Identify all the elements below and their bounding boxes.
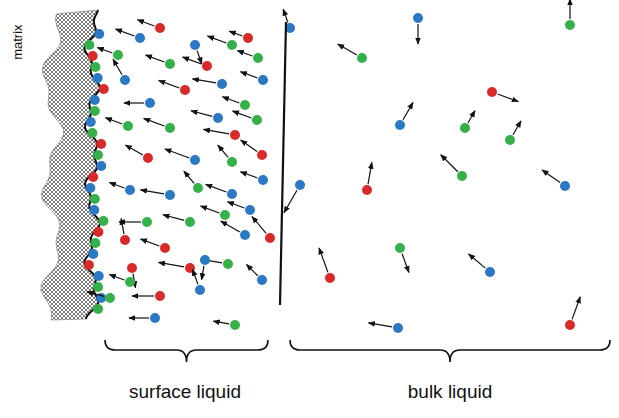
liquid-molecule xyxy=(319,248,335,283)
liquid-molecule xyxy=(203,129,240,140)
liquid-molecule xyxy=(191,111,223,123)
adsorbed-molecule xyxy=(87,128,97,138)
adsorbed-molecule xyxy=(90,106,100,116)
liquid-molecule xyxy=(116,29,145,43)
liquid-molecule xyxy=(125,145,153,163)
liquid-molecule xyxy=(240,72,268,85)
liquid-molecule xyxy=(368,323,403,333)
liquid-molecule xyxy=(105,118,133,131)
liquid-molecule xyxy=(183,57,212,71)
liquid-molecule xyxy=(208,36,237,50)
liquid-molecule xyxy=(201,206,230,220)
boundary-line xyxy=(280,22,286,305)
adsorbed-molecule xyxy=(99,84,109,94)
liquid-molecule xyxy=(284,180,305,213)
adsorbed-molecule xyxy=(86,117,96,127)
adsorbed-molecule xyxy=(89,205,99,215)
liquid-molecule xyxy=(141,239,170,253)
liquid-molecule xyxy=(109,274,135,287)
liquid-molecule xyxy=(163,215,195,227)
liquid-molecule xyxy=(338,44,367,63)
region-label: bulk liquid xyxy=(408,382,493,403)
adsorbed-molecule xyxy=(96,139,106,149)
brace xyxy=(105,340,268,362)
liquid-molecule xyxy=(184,171,203,193)
liquid-molecule xyxy=(144,118,175,133)
adsorbed-molecule xyxy=(90,238,100,248)
adsorbed-molecule xyxy=(93,227,103,237)
liquid-molecule xyxy=(240,172,268,185)
adsorbed-molecule xyxy=(84,40,94,50)
liquid-molecule xyxy=(109,182,135,195)
liquid-molecule xyxy=(119,217,152,227)
adsorbed-molecule xyxy=(88,249,98,259)
liquid-molecule xyxy=(159,80,190,95)
liquid-molecule xyxy=(241,140,267,160)
liquid-molecule xyxy=(395,243,409,272)
liquid-molecule xyxy=(233,111,262,125)
adsorbed-molecule xyxy=(93,282,103,292)
liquid-molecule xyxy=(87,292,115,303)
liquid-molecule xyxy=(222,97,250,110)
liquid-molecule xyxy=(206,184,237,199)
liquid-molecule xyxy=(140,190,175,200)
adsorbed-molecule xyxy=(96,161,106,171)
liquid-molecule xyxy=(137,20,165,33)
adsorbed-molecule xyxy=(94,271,104,281)
adsorbed-molecule xyxy=(88,172,98,182)
liquid-molecule xyxy=(469,254,495,277)
liquid-molecule xyxy=(132,291,165,301)
liquid-molecule xyxy=(113,59,130,85)
liquid-molecule xyxy=(165,149,200,165)
liquid-molecule xyxy=(565,0,575,30)
liquid-molecule xyxy=(200,255,210,280)
adsorbed-molecule xyxy=(98,216,108,226)
liquid-molecule xyxy=(246,264,267,285)
liquid-molecule xyxy=(565,297,580,330)
adsorbed-molecule xyxy=(94,29,104,39)
liquid-molecule xyxy=(542,170,570,191)
adsorbed-molecule xyxy=(85,183,95,193)
adsorbed-molecule xyxy=(93,73,103,83)
brace xyxy=(290,340,610,362)
liquid-molecule xyxy=(192,79,227,89)
adsorbed-molecule xyxy=(93,304,103,314)
liquid-molecule xyxy=(227,202,255,215)
liquid-molecule xyxy=(229,31,253,43)
liquid-molecule xyxy=(395,102,413,130)
liquid-molecule xyxy=(97,47,123,60)
liquid-molecule xyxy=(124,98,155,108)
liquid-molecule xyxy=(252,217,275,243)
matrix-body xyxy=(41,10,100,320)
liquid-molecule xyxy=(218,145,237,167)
liquid-molecule xyxy=(221,221,250,240)
liquid-molecule xyxy=(129,313,160,323)
adsorbed-molecule xyxy=(84,260,94,270)
adsorbed-molecule xyxy=(90,62,100,72)
adsorbed-molecule xyxy=(93,150,103,160)
adsorbed-molecule xyxy=(90,194,100,204)
liquid-molecule xyxy=(441,155,467,181)
region-label: surface liquid xyxy=(129,382,241,403)
adsorbed-molecule xyxy=(90,95,100,105)
liquid-molecule xyxy=(213,320,240,330)
adsorbed-molecule xyxy=(88,51,98,61)
liquid-molecule xyxy=(460,111,475,133)
liquid-molecule xyxy=(362,162,372,195)
liquid-molecule xyxy=(146,55,175,69)
liquid-molecule xyxy=(120,218,130,245)
liquid-molecule xyxy=(487,87,518,102)
region-label: matrix xyxy=(11,24,25,59)
liquid-molecule xyxy=(505,121,521,145)
liquid-molecule xyxy=(158,262,195,273)
liquid-molecule xyxy=(237,50,263,63)
liquid-molecule xyxy=(413,13,423,44)
